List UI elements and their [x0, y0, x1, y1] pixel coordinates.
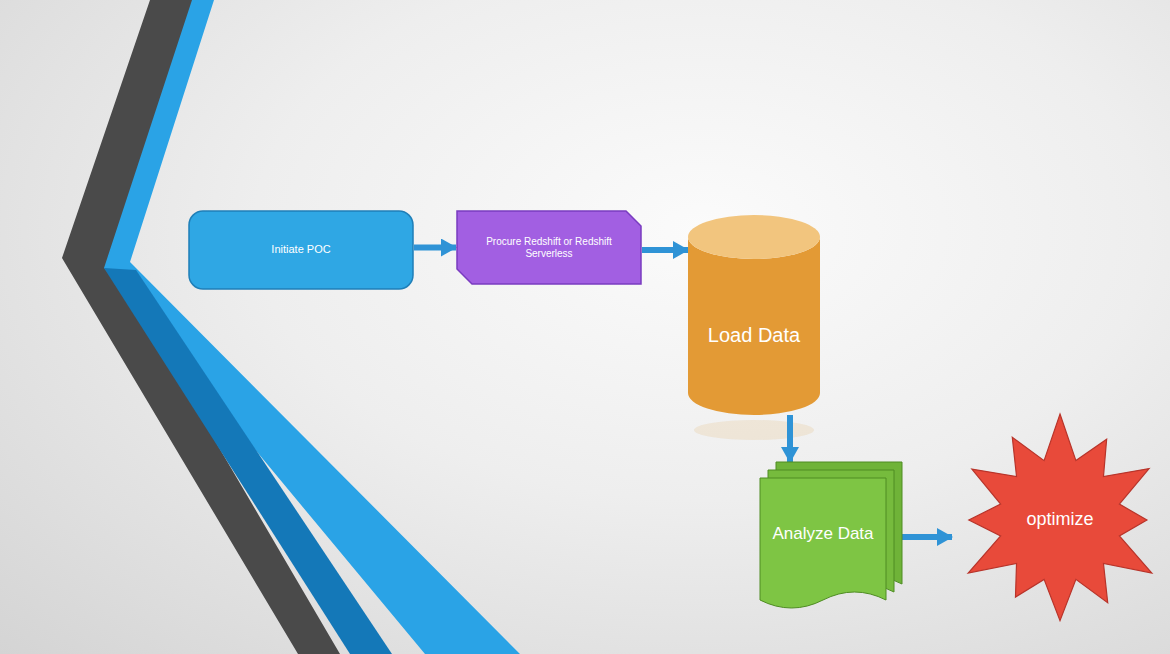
procure-box: Procure Redshift or Redshift Serverless	[456, 210, 642, 285]
arrow-connector	[414, 245, 456, 251]
arrow-connector	[642, 247, 688, 253]
document-stack: Analyze Data	[760, 462, 902, 612]
node-label: Initiate POC	[271, 243, 330, 256]
box-fill	[457, 211, 641, 284]
data-cylinder-outline	[688, 215, 820, 415]
blue-stripe	[104, 0, 520, 654]
arrow-connector	[902, 534, 952, 540]
node-label: optimize	[1026, 509, 1093, 531]
document-page	[760, 478, 886, 608]
starburst: optimize	[952, 405, 1168, 635]
arrow-connector	[787, 415, 793, 462]
node-label: Analyze Data	[772, 524, 873, 544]
node-label: Procure Redshift or Redshift Serverless	[473, 236, 625, 260]
process-box: Initiate POC	[188, 210, 414, 290]
node-label: Load Data	[708, 323, 800, 347]
blue-stripe-shade	[104, 268, 392, 654]
data-cylinder: Load Data	[688, 215, 820, 415]
cylinder-top	[688, 215, 820, 259]
star-fill	[968, 414, 1152, 621]
cylinder-body	[688, 237, 820, 415]
box-fill	[189, 211, 413, 289]
cylinder-reflection	[694, 420, 814, 440]
